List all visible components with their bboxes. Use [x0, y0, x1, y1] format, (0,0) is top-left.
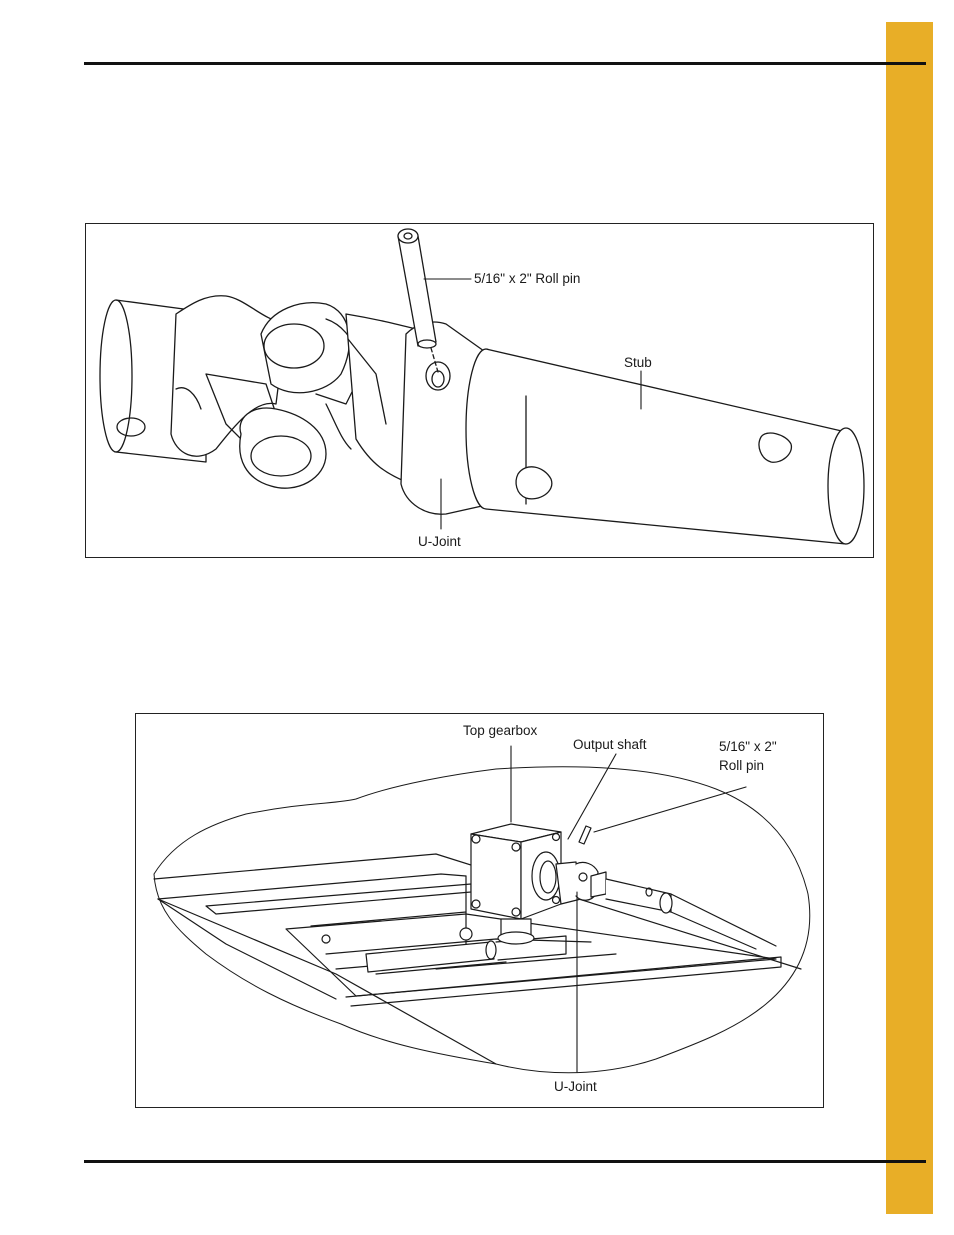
left-yoke-tube — [99, 299, 207, 463]
roll-pin-small — [578, 825, 592, 845]
figure-ujoint-stub: 5/16" x 2" Roll pin Stub U-Joint — [85, 223, 874, 558]
header-rule — [84, 62, 926, 65]
left-yoke-ears — [170, 295, 287, 457]
bin-frame — [153, 853, 802, 1065]
output-shaft-ujoint — [531, 851, 777, 950]
gearbox-drawing — [153, 745, 811, 1074]
callout-u-joint: U-Joint — [554, 1079, 597, 1094]
callout-roll-pin: 5/16" x 2" Roll pin — [474, 271, 581, 286]
roll-pin — [397, 228, 439, 373]
callout-u-joint: U-Joint — [418, 534, 461, 549]
ujoint-stub-drawing — [99, 228, 865, 545]
callout-output-shaft: Output shaft — [573, 737, 647, 752]
leader-lines — [510, 745, 747, 1073]
callout-roll-pin-line2: Roll pin — [719, 758, 765, 773]
stub-shaft — [465, 348, 865, 545]
callout-roll-pin-line1: 5/16" x 2" — [719, 739, 777, 754]
figure-gearbox-output-shaft: Top gearbox Output shaft 5/16" x 2" Roll… — [135, 713, 824, 1108]
drive-shaft — [321, 927, 567, 973]
callout-top-gearbox: Top gearbox — [463, 723, 538, 738]
section-tab — [886, 22, 933, 1214]
detail-outline — [153, 766, 811, 1074]
callout-stub: Stub — [624, 355, 652, 370]
footer-rule — [84, 1160, 926, 1163]
leader-lines — [423, 278, 642, 530]
